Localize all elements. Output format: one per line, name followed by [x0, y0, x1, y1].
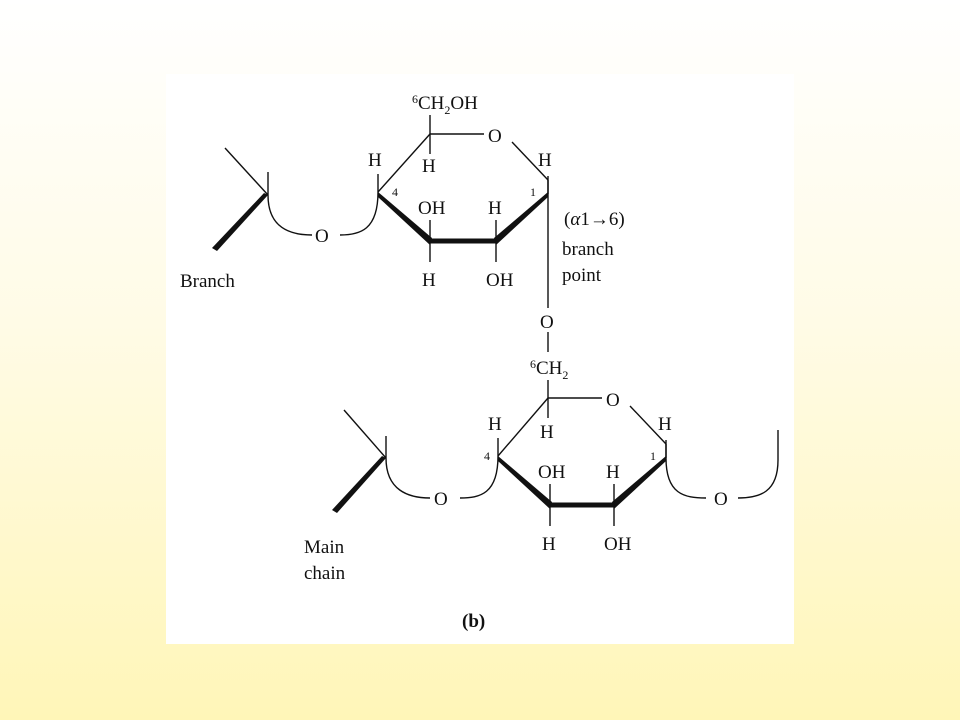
main-bond-o-next [737, 430, 779, 499]
branch-label: Branch [180, 271, 235, 292]
lower-h-c2: H [606, 462, 620, 483]
main-right-oxygen: O [714, 489, 728, 510]
figure-panel [166, 74, 794, 644]
upper-bond-o-c1 [511, 141, 549, 181]
upper-ring: 6CH2OH O H H H 4 1 OH H H OH [368, 92, 552, 291]
lower-oh-c2: OH [604, 534, 632, 555]
upper-bond-c4-c5 [377, 133, 431, 193]
linkage-annotation: (α1→6) branch point O [540, 194, 625, 352]
lower-wedge-c2-c1 [612, 456, 666, 509]
lower-pos-1: 1 [650, 449, 656, 463]
main-chain-label-1: Main [304, 537, 345, 558]
upper-wedge-c4-c3 [378, 192, 432, 245]
linkage-line-1: (α1→6) [564, 209, 625, 230]
lower-ring-oxygen: O [606, 390, 620, 411]
main-bond-diag [343, 409, 387, 459]
linkage-line-3: point [562, 265, 602, 286]
branch-oxygen: O [315, 226, 329, 247]
upper-pos-4: 4 [392, 185, 398, 199]
linkage-line-2: branch [562, 239, 614, 260]
lower-h-c1: H [658, 414, 672, 435]
lower-h-c4: H [488, 414, 502, 435]
lower-bond-c4-c5 [497, 397, 549, 457]
upper-c6-group: 6CH2OH [412, 92, 478, 117]
branch-link: O Branch [180, 147, 379, 292]
main-left-oxygen: O [434, 489, 448, 510]
upper-pos-1: 1 [530, 185, 536, 199]
bridge-oxygen: O [540, 312, 554, 333]
main-bond-c1-o [665, 457, 707, 499]
upper-h-c3-bottom: H [422, 270, 436, 291]
lower-ring: 6CH2 O H H H 4 1 OH H H OH [484, 357, 672, 555]
upper-oh-c3: OH [418, 198, 446, 219]
lower-pos-4: 4 [484, 449, 490, 463]
branch-wedge [212, 193, 268, 251]
lower-h-c5: H [540, 422, 554, 443]
upper-h-c1: H [538, 150, 552, 171]
lower-c6-group: 6CH2 [530, 357, 568, 382]
upper-h-c5: H [422, 156, 436, 177]
main-bond-o-c [385, 457, 431, 499]
main-chain-links: O O Main chain [304, 409, 779, 584]
lower-bond-o-c1 [629, 405, 667, 445]
branch-bond-o-c [267, 194, 313, 236]
lower-h-c3-bottom: H [542, 534, 556, 555]
branch-bond-c4-o [339, 191, 379, 236]
main-wedge [332, 456, 386, 513]
upper-h-c4: H [368, 150, 382, 171]
branch-bond-diag [224, 147, 269, 196]
lower-oh-c3: OH [538, 462, 566, 483]
upper-ring-oxygen: O [488, 126, 502, 147]
lower-wedge-c4-c3 [498, 456, 552, 509]
main-bond-c4-o [459, 455, 499, 499]
upper-h-c2: H [488, 198, 502, 219]
panel-label: (b) [462, 611, 485, 632]
upper-wedge-c2-c1 [494, 192, 548, 245]
main-chain-label-2: chain [304, 563, 346, 584]
upper-oh-c2: OH [486, 270, 514, 291]
